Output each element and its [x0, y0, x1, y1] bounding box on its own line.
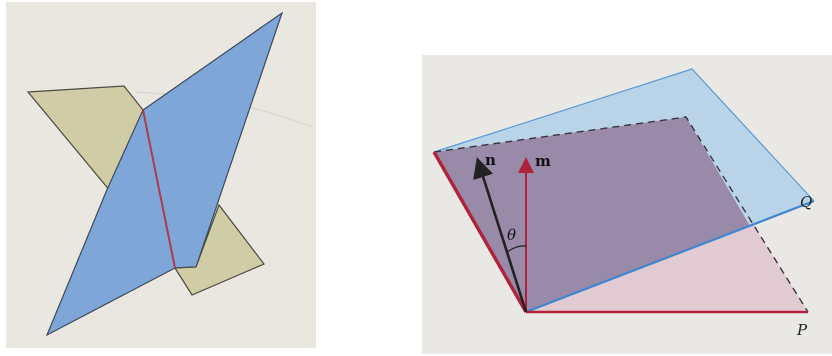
plane-p-dashed-outline [433, 116, 809, 313]
intersecting-planes-figure [6, 2, 316, 348]
label-theta: θ [507, 226, 516, 244]
label-m: m [535, 152, 551, 170]
label-n: n [485, 151, 496, 169]
label-plane-p: P [796, 321, 808, 339]
planes-common-edge [432, 151, 528, 313]
intersection-line [142, 109, 176, 269]
blue-plane [45, 11, 284, 337]
dihedral-angle-drawing: n m θ Q P [432, 68, 815, 339]
plane-q-outline [433, 68, 815, 202]
plane-q-front-edge [525, 199, 815, 314]
dihedral-angle-figure: n m θ Q P [422, 55, 832, 354]
intersecting-planes-drawing [26, 11, 313, 337]
label-plane-q: Q [800, 193, 812, 211]
tan-plane-front [173, 203, 265, 296]
planes-overlap-region [434, 117, 750, 312]
normal-n-arrow [473, 157, 528, 313]
theta-angle-arc [506, 245, 527, 253]
